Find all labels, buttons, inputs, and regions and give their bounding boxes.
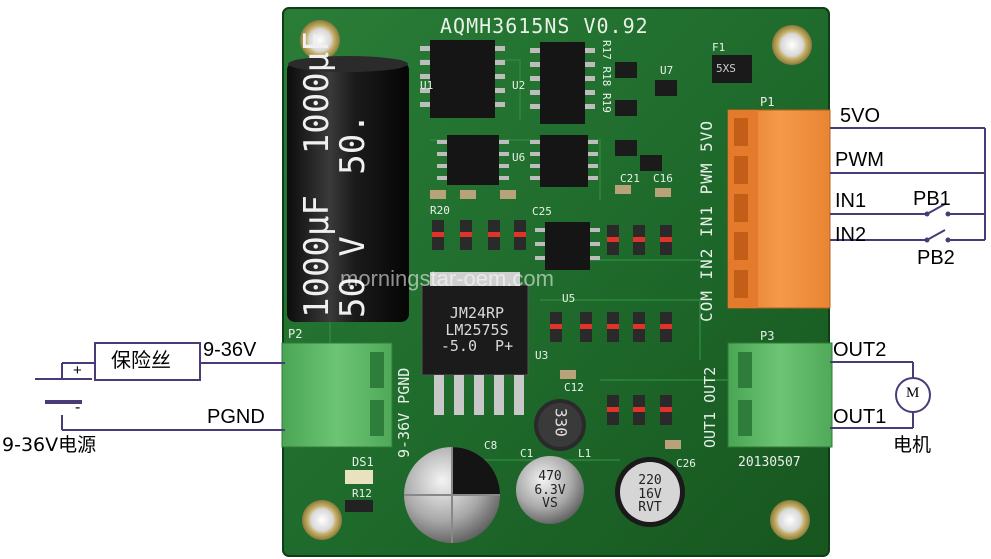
silk-p2: P2 xyxy=(288,327,303,341)
connector-p3 xyxy=(727,342,833,448)
label-in2: IN2 xyxy=(835,224,867,246)
silk-p1: P1 xyxy=(760,95,775,109)
ic-u5 xyxy=(535,222,600,270)
motor-m-label: M xyxy=(906,385,920,401)
silk-u2: U2 xyxy=(512,79,526,92)
fuse-f1 xyxy=(712,55,752,83)
label-pb2: PB2 xyxy=(917,247,955,269)
silk-in-side: COM IN2 IN1 PWM 5VO xyxy=(697,119,716,322)
cap-470-label: 470 6.3V VS xyxy=(534,469,566,512)
capacitor-1000uf xyxy=(287,56,409,322)
mount-hole-tr xyxy=(772,25,812,65)
ic-u2 xyxy=(530,42,595,124)
battery-minus: - xyxy=(75,399,81,416)
label-9-36v: 9-36V xyxy=(203,339,257,361)
power-source-label: 9-36V电源 xyxy=(2,434,97,456)
board-title: AQMH3615NS V0.92 xyxy=(440,14,649,38)
mount-hole-tl xyxy=(300,20,340,60)
label-pb1: PB1 xyxy=(913,188,951,210)
mount-hole-br xyxy=(770,500,810,540)
ic-u6-left xyxy=(437,135,509,185)
capacitor-c8 xyxy=(404,447,500,543)
silk-c25: C25 xyxy=(532,205,552,218)
silk-u1: U1 xyxy=(420,79,434,92)
silk-c1: C1 xyxy=(520,447,534,460)
label-pwm: PWM xyxy=(835,149,884,171)
regulator-lm2575 xyxy=(421,272,529,415)
silk-r12: R12 xyxy=(352,487,372,500)
inductor-label: 330 xyxy=(551,407,571,437)
silk-c21: C21 xyxy=(620,172,640,185)
cap-220-label: 220 16V RVT xyxy=(638,473,662,516)
fuse-smd-marking: 5XS xyxy=(716,62,736,75)
smd-diodes xyxy=(432,220,672,425)
motor-symbol xyxy=(895,377,931,413)
silk-power-side: 9-36V PGND xyxy=(395,367,413,458)
wiring-left xyxy=(61,362,285,431)
capacitor-220uf xyxy=(615,457,685,527)
silk-c12: C12 xyxy=(564,381,584,394)
board-date: 20130507 xyxy=(738,455,801,470)
silk-c16: C16 xyxy=(653,172,673,185)
battery-symbol xyxy=(35,378,92,404)
wiring-right xyxy=(830,127,986,429)
silk-c26: C26 xyxy=(676,457,696,470)
silk-u6: U6 xyxy=(512,151,526,164)
ic-u1 xyxy=(420,40,505,118)
battery-plus: + xyxy=(73,362,82,379)
smd-transistors xyxy=(615,62,677,171)
label-5vo: 5VO xyxy=(840,105,881,127)
regulator-label: JM24RP LM2575S -5.0 P+ xyxy=(440,304,514,355)
watermark: morningstar-oem.com xyxy=(340,266,554,291)
silk-res-left: R20 xyxy=(430,204,450,217)
label-in1: IN1 xyxy=(835,190,867,212)
silk-u3: U3 xyxy=(535,349,549,362)
silk-l1: L1 xyxy=(578,447,592,460)
silk-u5: U5 xyxy=(562,292,576,305)
silk-f1: F1 xyxy=(712,41,726,54)
connector-p1 xyxy=(727,109,831,309)
connector-p2 xyxy=(281,342,393,448)
label-out1: OUT1 xyxy=(833,406,887,428)
led-ds1 xyxy=(345,470,373,484)
silk-out-side: OUT1 OUT2 xyxy=(701,366,719,448)
silk-c8: C8 xyxy=(484,439,498,452)
inductor-330 xyxy=(534,399,586,451)
capacitor-470uf xyxy=(516,456,584,524)
silk-ds1: DS1 xyxy=(352,455,374,469)
switch-contacts xyxy=(924,211,951,243)
fuse-box xyxy=(94,342,201,381)
label-out2: OUT2 xyxy=(833,339,887,361)
mount-hole-bl xyxy=(302,500,342,540)
label-pgnd: PGND xyxy=(207,406,265,428)
motor-label: 电机 xyxy=(893,434,932,456)
resistor-r12 xyxy=(345,500,373,512)
silk-p3: P3 xyxy=(760,329,775,343)
fuse-label: 保险丝 xyxy=(111,348,171,372)
silk-res-top: R17 R18 R19 xyxy=(600,40,613,113)
ic-u6-right xyxy=(530,135,598,187)
silk-u7: U7 xyxy=(660,64,674,77)
smd-capacitors xyxy=(430,185,681,449)
